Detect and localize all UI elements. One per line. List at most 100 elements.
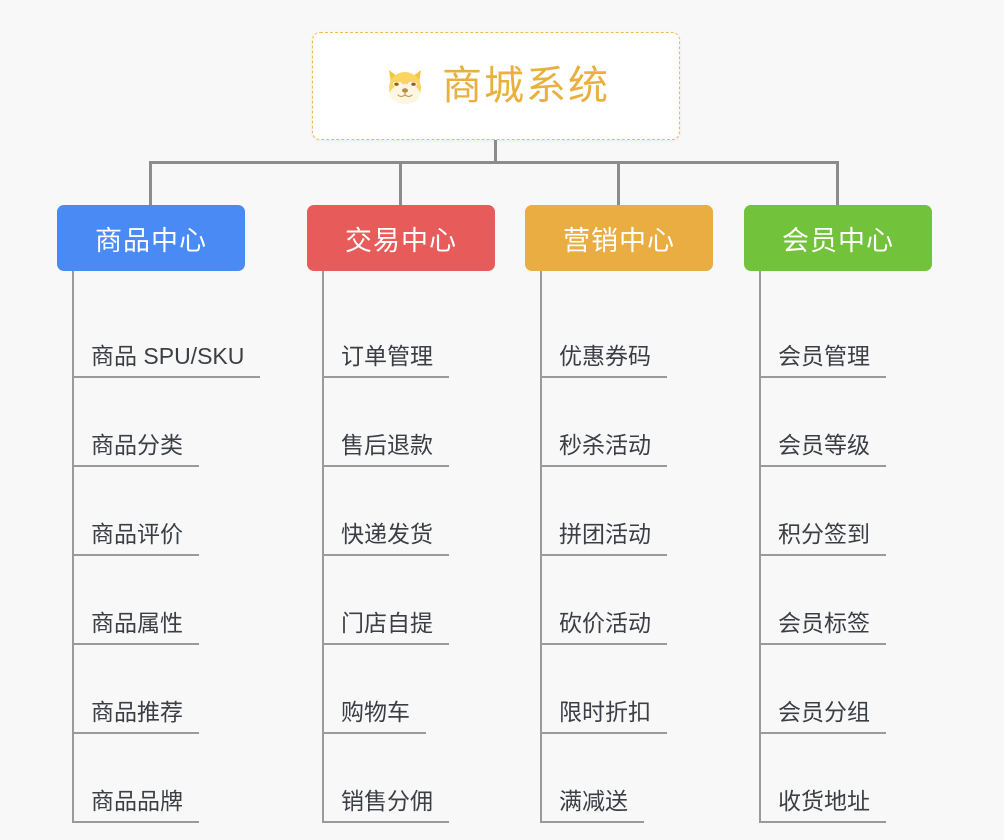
leaf-list-product-center: 商品 SPU/SKU 商品分类 商品评价 商品属性 商品推荐 商品品牌 [57,271,260,823]
leaf-item[interactable]: 优惠券码 [541,289,713,378]
leaf-underline [541,821,644,823]
leaf-item-label: 商品属性 [91,610,183,636]
branch-header-trade-center[interactable]: 交易中心 [307,205,495,271]
branch-member-center: 会员中心 会员管理 会员等级 积分签到 会员标签 会员分组 [744,205,932,823]
root-title: 商城系统 [442,64,610,108]
leaf-item[interactable]: 拼团活动 [541,467,713,556]
leaf-list-trade-center: 订单管理 售后退款 快递发货 门店自提 购物车 销售分佣 [307,271,495,823]
leaf-item-label: 会员标签 [778,610,870,636]
leaf-underline [760,643,886,645]
leaf-underline [323,732,426,734]
leaf-underline [323,376,449,378]
connector-horizontal-bus [149,161,839,164]
leaf-underline [760,376,886,378]
leaf-item-label: 快递发货 [341,521,433,547]
root-node[interactable]: 商城系统 [312,32,680,140]
leaf-item[interactable]: 商品 SPU/SKU [73,289,260,378]
leaf-item[interactable]: 积分签到 [760,467,932,556]
leaf-item-label: 商品评价 [91,521,183,547]
leaf-item-label: 订单管理 [341,343,433,369]
leaf-underline [760,465,886,467]
leaf-item[interactable]: 售后退款 [323,378,495,467]
leaf-item-label: 门店自提 [341,610,433,636]
leaf-underline [73,821,199,823]
leaf-underline [760,732,886,734]
leaf-underline [541,376,667,378]
leaf-underline [73,554,199,556]
leaf-item[interactable]: 会员标签 [760,556,932,645]
leaf-item[interactable]: 砍价活动 [541,556,713,645]
leaf-item-label: 优惠券码 [559,343,651,369]
branch-header-label: 交易中心 [345,225,457,256]
leaf-item-label: 售后退款 [341,432,433,458]
leaf-item[interactable]: 快递发货 [323,467,495,556]
leaf-underline [323,465,449,467]
leaf-list-marketing-center: 优惠券码 秒杀活动 拼团活动 砍价活动 限时折扣 满减送 [525,271,713,823]
leaf-item-label: 秒杀活动 [559,432,651,458]
leaf-item[interactable]: 商品属性 [73,556,245,645]
leaf-underline [323,554,449,556]
branch-header-label: 商品中心 [95,225,207,256]
leaf-underline [73,376,260,378]
leaf-item-label: 会员管理 [778,343,870,369]
leaf-item-label: 限时折扣 [559,699,651,725]
leaf-item[interactable]: 商品推荐 [73,645,245,734]
branch-header-label: 营销中心 [563,225,675,256]
leaf-trunk-line [72,271,74,823]
leaf-trunk-line [322,271,324,823]
leaf-item[interactable]: 商品品牌 [73,734,245,823]
leaf-item-label: 会员等级 [778,432,870,458]
leaf-item-label: 满减送 [559,788,628,814]
leaf-item-label: 砍价活动 [559,610,651,636]
leaf-underline [541,465,667,467]
branch-header-product-center[interactable]: 商品中心 [57,205,245,271]
leaf-item[interactable]: 会员管理 [760,289,932,378]
leaf-underline [73,732,199,734]
leaf-item-label: 商品品牌 [91,788,183,814]
leaf-item-label: 商品 SPU/SKU [91,343,245,369]
leaf-item-label: 商品分类 [91,432,183,458]
leaf-item[interactable]: 销售分佣 [323,734,495,823]
connector-drop-trade-center [399,161,402,207]
leaf-underline [541,732,667,734]
leaf-underline [541,643,667,645]
leaf-item-label: 拼团活动 [559,521,651,547]
leaf-item[interactable]: 商品分类 [73,378,245,467]
leaf-item[interactable]: 会员分组 [760,645,932,734]
leaf-item[interactable]: 满减送 [541,734,713,823]
branch-header-label: 会员中心 [782,225,894,256]
branch-marketing-center: 营销中心 优惠券码 秒杀活动 拼团活动 砍价活动 限时折扣 [525,205,713,823]
leaf-item[interactable]: 门店自提 [323,556,495,645]
leaf-underline [760,821,886,823]
leaf-item-label: 销售分佣 [341,788,433,814]
leaf-item[interactable]: 会员等级 [760,378,932,467]
leaf-item-label: 商品推荐 [91,699,183,725]
connector-drop-marketing-center [617,161,620,207]
leaf-list-member-center: 会员管理 会员等级 积分签到 会员标签 会员分组 收货地址 [744,271,932,823]
branch-product-center: 商品中心 商品 SPU/SKU 商品分类 商品评价 商品属性 商品推荐 [57,205,260,823]
leaf-trunk-line [540,271,542,823]
leaf-underline [73,465,199,467]
leaf-underline [760,554,886,556]
leaf-item-label: 购物车 [341,699,410,725]
leaf-underline [323,643,449,645]
branch-header-marketing-center[interactable]: 营销中心 [525,205,713,271]
leaf-underline [323,821,449,823]
leaf-item[interactable]: 订单管理 [323,289,495,378]
branch-header-member-center[interactable]: 会员中心 [744,205,932,271]
connector-drop-product-center [149,161,152,207]
leaf-item-label: 收货地址 [778,788,870,814]
leaf-item-label: 会员分组 [778,699,870,725]
leaf-item-label: 积分签到 [778,521,870,547]
leaf-trunk-line [759,271,761,823]
leaf-item[interactable]: 购物车 [323,645,495,734]
connector-root-stem [494,140,497,164]
leaf-item[interactable]: 商品评价 [73,467,245,556]
leaf-underline [541,554,667,556]
leaf-item[interactable]: 限时折扣 [541,645,713,734]
leaf-item[interactable]: 收货地址 [760,734,932,823]
leaf-underline [73,643,199,645]
connector-drop-member-center [836,161,839,207]
leaf-item[interactable]: 秒杀活动 [541,378,713,467]
